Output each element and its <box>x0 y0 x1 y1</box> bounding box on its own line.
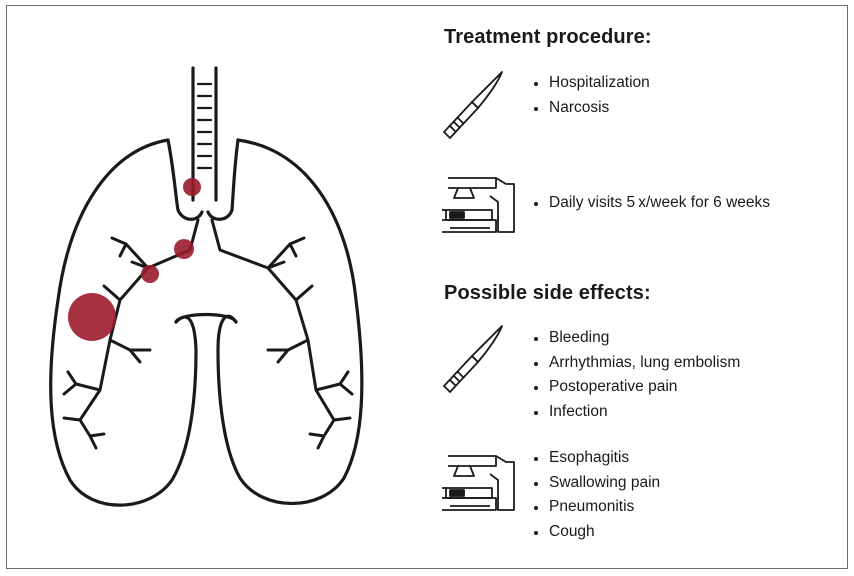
tumor-carina <box>174 239 194 259</box>
list-item: Esophagitis <box>530 446 660 471</box>
tumor-main <box>68 293 116 341</box>
treatment-heading: Treatment procedure: <box>444 26 652 48</box>
list-item: Cough <box>530 520 660 545</box>
right-lung-outline <box>216 138 364 506</box>
trachea-rings <box>196 82 213 170</box>
left-lung-outline <box>49 138 198 507</box>
treatment-radiation-list: Daily visits 5 x/week for 6 weeks <box>530 191 770 216</box>
list-item: Pneumonitis <box>530 495 660 520</box>
list-item: Narcosis <box>530 96 650 121</box>
treatment-surgery-list: Hospitalization Narcosis <box>530 71 650 120</box>
side-effects-radiation-list: Esophagitis Swallowing pain Pneumonitis … <box>530 446 660 544</box>
tumor-markers <box>68 178 201 341</box>
radiotherapy-machine-icon <box>442 455 515 511</box>
side-effects-heading: Possible side effects: <box>444 282 651 304</box>
tumor-trachea <box>183 178 201 196</box>
list-item: Infection <box>530 400 740 425</box>
list-item: Hospitalization <box>530 71 650 96</box>
scalpel-icon <box>443 325 503 393</box>
list-item: Arrhythmias, lung embolism <box>530 351 740 376</box>
list-item: Bleeding <box>530 326 740 351</box>
trachea <box>191 66 218 202</box>
list-item: Swallowing pain <box>530 471 660 496</box>
scalpel-icon <box>443 71 503 139</box>
tumor-bronchus <box>141 265 159 283</box>
lungs-illustration <box>49 66 364 507</box>
list-item: Postoperative pain <box>530 375 740 400</box>
radiotherapy-machine-icon <box>442 177 515 233</box>
figure-frame <box>6 5 848 569</box>
side-effects-surgery-list: Bleeding Arrhythmias, lung embolism Post… <box>530 326 740 424</box>
list-item: Daily visits 5 x/week for 6 weeks <box>530 191 770 216</box>
